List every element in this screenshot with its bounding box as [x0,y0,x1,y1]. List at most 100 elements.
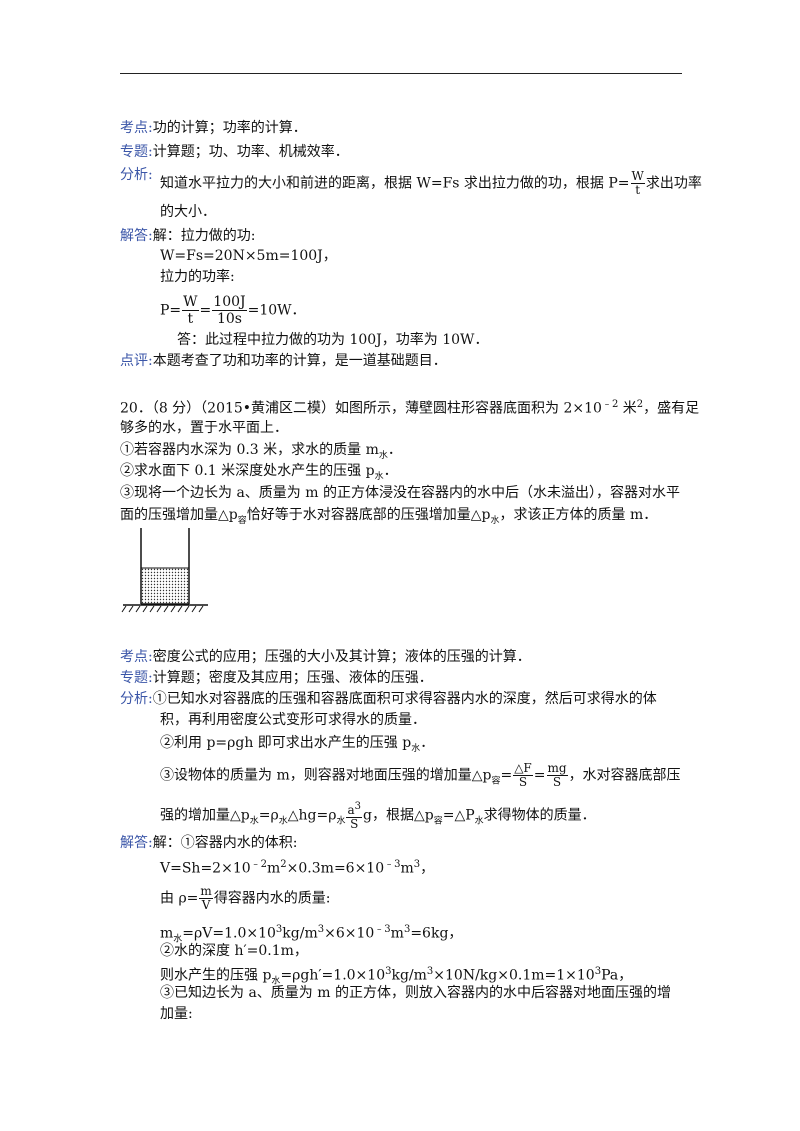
subscript: 水 [336,816,346,827]
frac-numerator: W [182,294,199,311]
q20-jieda-6b: =ρgh′=1.0×10 [280,967,386,984]
q20-jieda-line-7: ③已知边长为 a、质量为 m 的正方体，则放入容器内的水中后容器对地面压强的增 [160,985,671,1001]
exponent: 3 [275,924,283,935]
exponent: 3 [354,801,361,812]
q20-stem-1b: 米 [618,400,637,417]
exponent: 3 [403,924,411,935]
jieda-label: 解答: [120,835,153,851]
q20-stem-line-6: 面的压强增加量△p容恰好等于水对容器底部的压强增加量△p水，求该正方体的质量 m… [120,505,657,531]
q20-kaodian-text: 密度公式的应用；压强的大小及其计算；液体的压强的计算． [152,649,531,665]
exponent: 3 [385,966,392,977]
q20-jieda-4a: m [160,925,174,942]
exponent: ﹣3 [374,924,391,935]
q20-stem-4b: ． [383,463,398,479]
frac-numerator: 100J [212,294,247,311]
q20-stem-3a: ①若容器内水深为 0.3 米，求水的质量 m [120,442,379,458]
equals-sign: = [199,302,212,319]
q20-stem-6c: ，求该正方体的质量 m． [499,507,658,523]
q19-zhuanti-row: 专题:计算题；功、功率、机械效率． [120,142,349,162]
q19-fenxi-text-b: 求出功率 [645,175,702,192]
frac-numerator: mg [546,761,568,776]
q19-jieda-line-2: W=Fs=20N×5m=100J， [160,248,337,264]
q20-fenxi-4a: ③设物体的质量为 m，则容器对地面压强的增加量△p [160,767,492,784]
q19-zhuanti-text: 计算题；功、功率、机械效率． [152,144,349,160]
q20-stem-line-5: ③现将一个边长为 a、质量为 m 的正方体浸没在容器内的水中后（水未溢出），容器… [120,485,680,501]
header-rule [120,73,682,74]
subscript: 水 [249,816,259,827]
q20-jieda-2c: ×0.3m=6×10 [286,860,385,877]
q20-kaodian-row: 考点:密度公式的应用；压强的大小及其计算；液体的压强的计算． [120,647,531,667]
q20-fenxi-line-1: ①已知水对容器底的压强和容器底面积可求得容器内水的深度，然后可求得水的体 [152,691,657,707]
q20-fenxi-5a: 强的增加量△p [160,807,250,824]
frac-numerator: m [199,884,213,899]
q20-jieda-4c: kg/m [282,925,318,942]
q20-stem-line-4: ②求水面下 0.1 米深度处水产生的压强 p水． [120,461,398,487]
q20-jieda-line-8: 加量: [160,1006,193,1022]
q20-jieda-4d: ×6×10 [324,925,375,942]
q20-jieda-3b: 得容器内水的质量: [213,890,331,907]
kaodian-label: 考点: [120,649,153,665]
q20-jieda-6e: Pa， [601,967,633,984]
q20-stem-3b: ． [387,442,402,458]
q19-fenxi-line-2: 的大小． [160,204,216,220]
q19-dianping-row: 点评:本题考查了功和功率的计算，是一道基础题目． [120,351,447,371]
exponent: ﹣2 [601,399,619,410]
q20-fenxi-3a: ②利用 p=ρgh 即可求出水产生的压强 p [160,735,412,751]
water-fill [141,568,189,604]
jieda-label: 解答: [120,228,153,244]
exponent: 2 [280,859,287,870]
exponent: 3 [317,924,325,935]
q20-stem-1c: ，盛有足 [643,400,700,417]
exponent: ﹣2 [250,859,268,870]
q20-jieda-2a: V=Sh=2×10 [160,860,251,877]
frac-denominator: S [350,817,359,831]
q19-jieda-4a: P= [160,302,182,319]
frac-numerator-base: a [347,803,355,817]
equals-sign: = [500,767,513,784]
frac-numerator: W [630,169,645,184]
q20-fenxi-row: 分析:①已知水对容器底的压强和容器底面积可求得容器内水的深度，然后可求得水的体 [120,689,657,709]
q20-fenxi-5d: g，根据△p [363,807,434,824]
q20-fenxi-5b: =ρ [258,807,279,824]
subscript: 水 [374,471,384,482]
exponent: 3 [594,966,602,977]
q20-fenxi-5c: △hg=ρ [287,807,337,824]
q20-zhuanti-row: 专题:计算题；密度及其应用；压强、液体的压强． [120,668,433,688]
exponent: 2 [636,399,644,410]
q20-jieda-4b: =ρV=1.0×10 [182,925,276,942]
frac-denominator: S [552,775,562,789]
q19-answer-line: 答：此过程中拉力做的功为 100J，功率为 10W． [177,332,489,348]
frac-denominator: V [201,898,211,912]
frac-numerator: a3 [346,800,362,818]
q20-jieda-3a: 由 ρ= [160,890,199,907]
q20-fenxi-line-3: ②利用 p=ρgh 即可求出水产生的压强 p水． [160,733,434,759]
frac-denominator: t [187,311,194,327]
q20-jieda-4f: =6kg， [410,925,463,942]
frac-denominator: t [635,183,641,197]
q20-jieda-6a: 则水产生的压强 p [160,967,272,984]
q20-jieda-2e: ， [420,860,435,877]
q20-jieda-row: 解答:解：①容器内水的体积: [120,833,297,853]
container-figure [121,528,208,613]
q19-fenxi-label-row: 分析: [120,165,153,185]
q20-stem-4a: ②求水面下 0.1 米深度处水产生的压强 p [120,463,375,479]
dianping-label: 点评: [120,353,153,369]
subscript: 水 [278,816,288,827]
subscript: 容 [237,515,247,526]
q20-jieda-line-6: 则水产生的压强 p水=ρgh′=1.0×103kg/m3×10N/kg×0.1m… [160,962,632,991]
exponent: ﹣3 [384,859,401,870]
q19-dianping-text: 本题考查了功和功率的计算，是一道基础题目． [152,353,447,369]
q19-kaodian-text: 功的计算；功率的计算． [152,120,307,136]
q20-fenxi-line-2: 积，再利用密度公式变形可求得水的质量． [160,712,426,728]
q20-stem-line-2: 够多的水，置于水平面上． [120,420,288,436]
q20-stem-1a: 20．（8 分）（2015•黄浦区二模）如图所示，薄壁圆柱形容器底面积为 2×1… [120,400,602,417]
q20-stem-6a: 面的压强增加量△p [120,507,238,523]
